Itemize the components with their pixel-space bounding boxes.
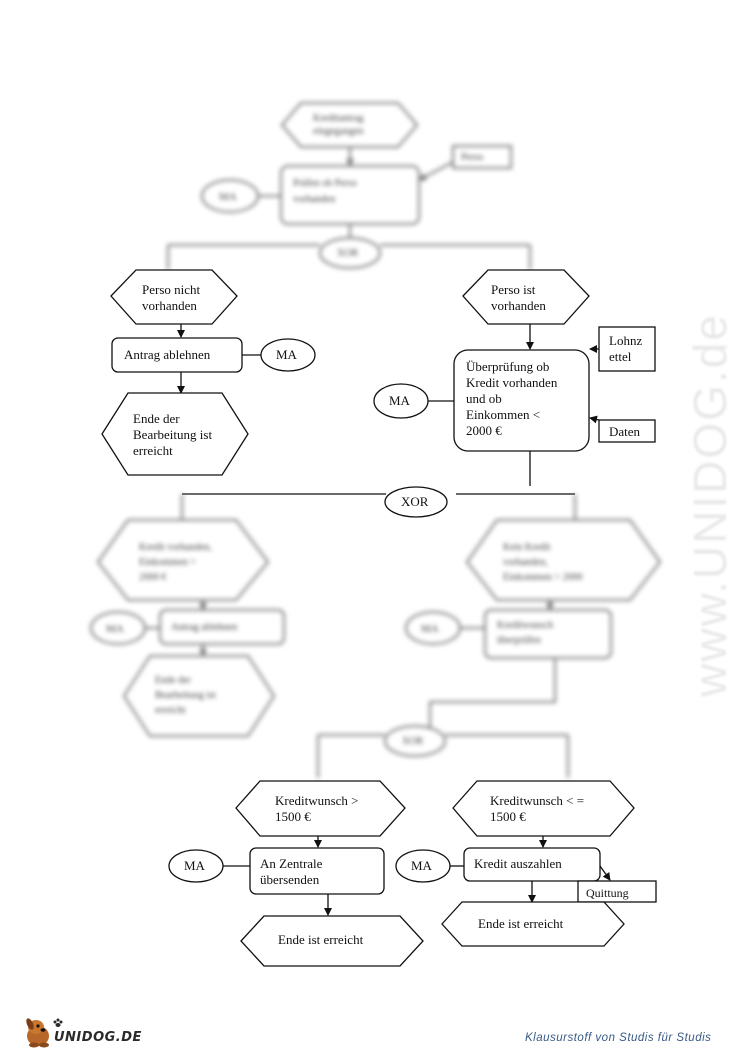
bottom-left-event-shape bbox=[235, 780, 406, 837]
doc-quittung-shape bbox=[577, 880, 657, 903]
bottom-left-role-label: MA bbox=[184, 858, 205, 873]
left-event-label: Perso nicht vorhanden bbox=[142, 282, 201, 313]
mid-right-function-label: Kreditwunsch überprüfen bbox=[497, 620, 554, 646]
xor-1-shape bbox=[319, 237, 381, 269]
mid-left-event-label: Kredit vorhanden, Einkommen > 2000 € bbox=[139, 542, 212, 583]
left-function-label: Antrag ablehnen bbox=[124, 347, 211, 362]
bottom-left-end-shape bbox=[240, 915, 424, 967]
top-role-label: MA bbox=[219, 191, 237, 203]
right-event-shape bbox=[462, 269, 590, 325]
bottom-right-function-label: Kredit auszahlen bbox=[474, 856, 562, 871]
footer-tagline: Klausurstoff von Studis für Studis bbox=[525, 1032, 712, 1044]
mid-left-end-shape bbox=[122, 655, 276, 737]
doc-top-shape bbox=[452, 145, 512, 169]
left-end-shape bbox=[101, 392, 249, 476]
bottom-right-role-label: MA bbox=[411, 858, 432, 873]
mid-right-event-label: Kein Kredit vorhanden, Einkommen > 2000 bbox=[503, 542, 583, 583]
mid-left-end-label: Ende der Bearbeitung ist erreicht bbox=[155, 675, 216, 716]
bottom-right-event-shape bbox=[452, 780, 635, 837]
mid-left-event-shape bbox=[96, 519, 270, 601]
doc-daten-shape bbox=[598, 419, 656, 443]
mid-left-role-label: MA bbox=[106, 623, 124, 635]
mid-right-event-shape bbox=[465, 519, 662, 601]
xor-3-shape bbox=[384, 725, 446, 757]
paw-print-icon bbox=[53, 1018, 63, 1027]
mid-right-function-shape bbox=[484, 609, 612, 659]
unidog-logo bbox=[26, 1018, 63, 1048]
start-event-label: Kreditantrag eingegangen bbox=[313, 113, 364, 137]
left-event-shape bbox=[110, 269, 238, 325]
xor-2-shape bbox=[384, 486, 448, 518]
doc-daten-label: Daten bbox=[609, 424, 641, 439]
bottom-right-end-shape bbox=[441, 901, 625, 947]
bottom-right-event-label: Kreditwunsch < = 1500 € bbox=[490, 793, 585, 824]
right-function-label: Überprüfung ob Kredit vorhanden und ob E… bbox=[466, 359, 558, 438]
left-role-label: MA bbox=[276, 347, 297, 362]
top-function-label: Prüfen ob Perso vorhanden bbox=[293, 178, 357, 205]
xor-3-label: XOR bbox=[402, 736, 424, 747]
xor-2-label: XOR bbox=[401, 494, 429, 509]
logo-text: UNIDOG.DE bbox=[54, 1030, 142, 1045]
mid-left-function-label: Antrag ablehnen bbox=[171, 622, 238, 633]
dog-mascot-icon bbox=[26, 1018, 49, 1048]
doc-quittung-label: Quittung bbox=[586, 886, 629, 900]
doc-lohnzettel-label: Lohnz ettel bbox=[609, 333, 643, 364]
left-end-label: Ende der Bearbeitung ist erreicht bbox=[133, 411, 213, 458]
right-role-label: MA bbox=[389, 393, 410, 408]
bottom-left-end-label: Ende ist erreicht bbox=[278, 932, 364, 947]
doc-lohnzettel-shape bbox=[598, 326, 656, 372]
bottom-left-function-shape bbox=[249, 847, 385, 895]
xor-1-label: XOR bbox=[337, 248, 359, 259]
mid-right-role-label: MA bbox=[421, 623, 439, 635]
bottom-left-function-label: An Zentrale übersenden bbox=[260, 856, 323, 887]
right-event-label: Perso ist vorhanden bbox=[491, 282, 546, 313]
bottom-right-end-label: Ende ist erreicht bbox=[478, 916, 564, 931]
start-event-shape bbox=[280, 102, 419, 148]
bottom-left-event-label: Kreditwunsch > 1500 € bbox=[275, 793, 359, 824]
doc-top-label: Perso bbox=[461, 152, 484, 163]
